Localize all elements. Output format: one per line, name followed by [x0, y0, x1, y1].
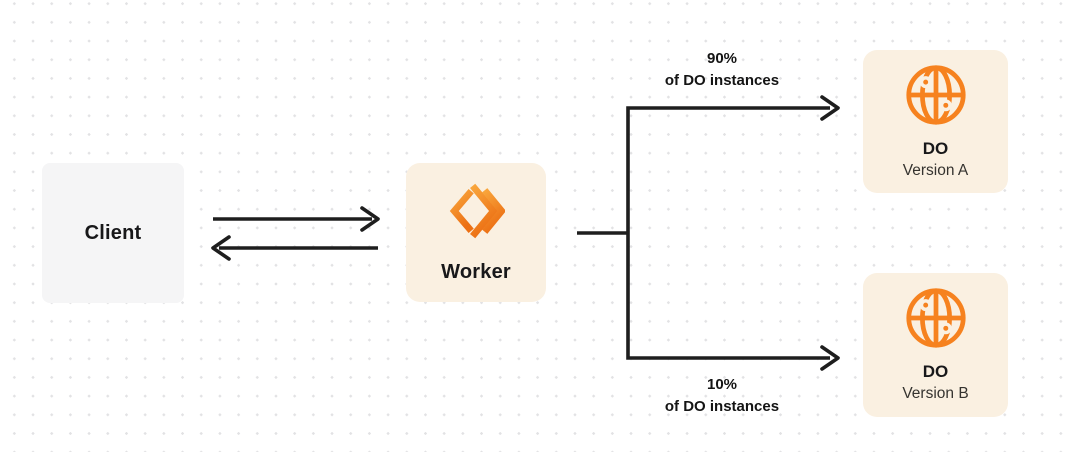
do-a-title: DO [922, 139, 949, 158]
workers-brackets-icon [449, 183, 505, 239]
do-version-a-node: DO Version A [863, 50, 1008, 193]
edge-label-version-a: 90% of DO instances [616, 48, 828, 92]
worker-to-client-arrow [211, 235, 378, 261]
globe-icon [905, 288, 966, 348]
fork-connector [577, 106, 830, 360]
do-b-title: DO [922, 362, 949, 381]
do-version-b-node: DO Version B [863, 273, 1008, 417]
do-b-subtitle: Version B [902, 385, 969, 402]
arrow-to-do-version-b [820, 345, 840, 371]
client-node: Client [42, 163, 184, 303]
edge-label-percent: 90% [706, 50, 738, 67]
worker-node: Worker [406, 163, 546, 302]
client-label: Client [84, 221, 142, 244]
edge-label-caption: of DO instances [664, 398, 780, 415]
edge-label-percent: 10% [706, 376, 738, 393]
globe-icon [905, 65, 966, 125]
worker-label: Worker [441, 261, 511, 283]
do-a-subtitle: Version A [902, 162, 969, 179]
client-to-worker-arrow [213, 206, 380, 232]
edge-label-version-b: 10% of DO instances [616, 374, 828, 418]
edge-label-caption: of DO instances [664, 72, 780, 89]
arrow-to-do-version-a [820, 95, 840, 121]
